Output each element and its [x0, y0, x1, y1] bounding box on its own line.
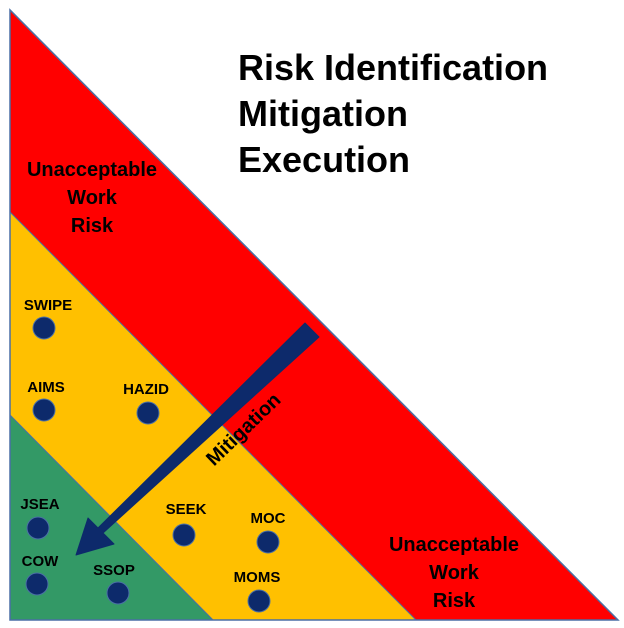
swipe-dot: [32, 316, 56, 340]
red-zone-top-label-line-3: Risk: [70, 215, 114, 237]
title-line-2: Mitigation: [238, 93, 408, 134]
moc-label: MOC: [251, 510, 286, 527]
aims-dot: [32, 398, 56, 422]
red-zone-bottom-label-line-1: Unacceptable: [388, 534, 520, 556]
cow-label: COW: [22, 553, 60, 570]
mitigation-arrow: [75, 322, 320, 556]
red-zone-bottom-label-line-2: Work: [429, 562, 479, 584]
swipe-label: SWIPE: [24, 297, 72, 314]
red-zone-top-label: Unacceptable Work Risk: [2, 156, 182, 240]
jsea-dot: [26, 516, 50, 540]
moc-dot: [256, 530, 280, 554]
seek-dot: [172, 523, 196, 547]
triangle-outline: [9, 8, 620, 621]
hazid-dot: [136, 401, 160, 425]
red-zone-top-label-line-2: Work: [67, 187, 117, 209]
hazid-label: HAZID: [123, 381, 169, 398]
moms-label: MOMS: [234, 569, 281, 586]
red-zone-bottom-label-line-3: Risk: [432, 590, 476, 612]
ssop-label: SSOP: [93, 562, 135, 579]
red-zone-bottom-label: Unacceptable Work Risk: [364, 531, 544, 615]
moms-dot: [247, 589, 271, 613]
ssop-dot: [106, 581, 130, 605]
jsea-label: JSEA: [20, 496, 59, 513]
cow-dot: [25, 572, 49, 596]
red-zone-top-label-line-1: Unacceptable: [26, 159, 158, 181]
title-line-3: Execution: [238, 139, 411, 180]
aims-label: AIMS: [27, 379, 65, 396]
seek-label: SEEK: [166, 501, 207, 518]
title-line-1: Risk Identification: [238, 47, 549, 88]
